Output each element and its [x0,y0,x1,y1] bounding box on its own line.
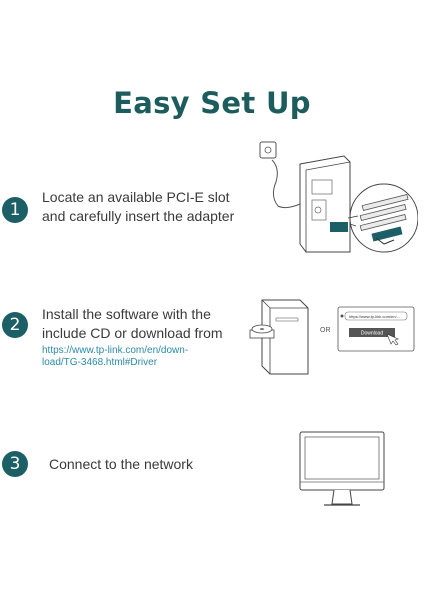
step-3-number: 3 [2,451,28,477]
cd-install-illustration [249,299,309,375]
step-1-line-2: and carefully insert the adapter [42,208,235,224]
monitor-illustration [299,431,385,506]
pci-card-icon [371,226,403,242]
link-line-1: https://www.tp-link.com/en/down- [42,345,189,356]
step-3-line-1: Connect to the network [49,456,193,472]
browser-address-bar [344,311,408,321]
step-1-number: 1 [2,197,28,223]
wall-outlet-icon [259,141,277,159]
step-1-text: Locate an available PCI-E slot and caref… [42,188,234,226]
step-3-text: Connect to the network [49,455,193,474]
browser-download-illustration: https://www.tp-link.com/en/... Download [337,306,415,352]
link-line-2: load/TG-3468.html#Driver [42,357,158,368]
or-label: OR [320,327,331,334]
step-2-text: Install the software with the include CD… [42,305,223,343]
pci-install-illustration [259,141,418,253]
zoom-detail-circle [349,183,418,253]
browser-url-text: https://www.tp-link.com/en/... [349,314,400,319]
pc-tower-icon [261,299,309,375]
step-2-line-2: include CD or download from [42,325,223,341]
power-cable [271,159,301,209]
pc-tower-icon [299,155,351,253]
monitor-stand [331,489,353,505]
monitor-screen [304,436,380,480]
cursor-hand-icon [386,333,399,346]
step-1-line-1: Locate an available PCI-E slot [42,189,230,205]
driver-download-link[interactable]: https://www.tp-link.com/en/down- load/TG… [42,345,188,369]
download-button-icon [349,328,395,337]
step-2-line-1: Install the software with the [42,306,211,322]
step-2-number: 2 [2,312,28,338]
page-title: Easy Set Up [113,86,311,120]
download-button-label: Download [361,331,383,337]
